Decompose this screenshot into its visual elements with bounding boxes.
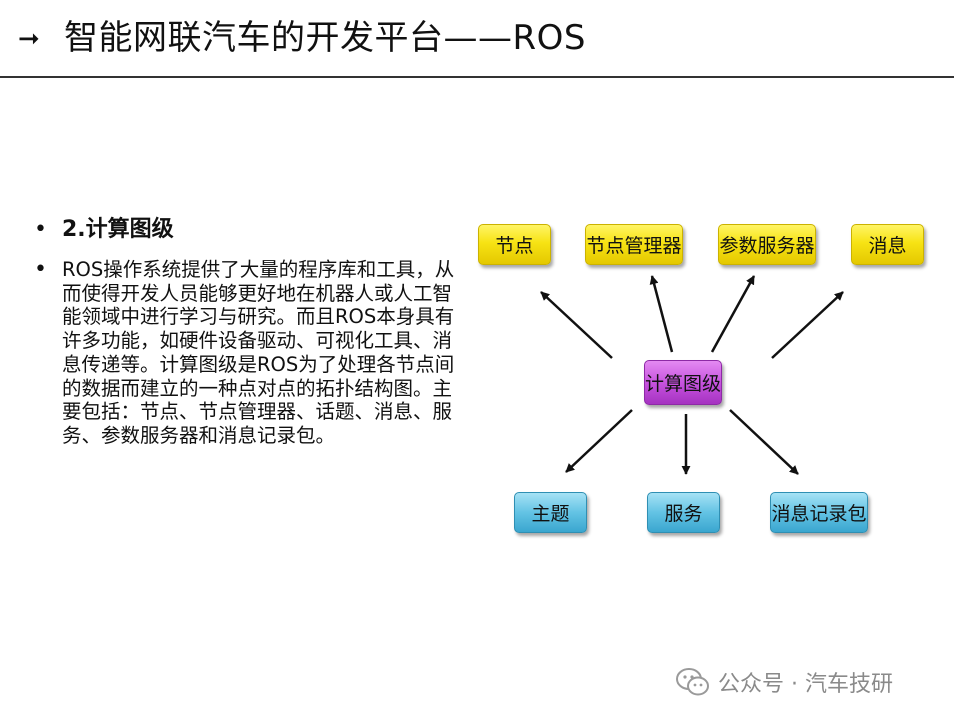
node-box-topic: 主题 bbox=[514, 492, 587, 533]
bullet-item-body: • ROS操作系统提供了大量的程序库和工具，从而使得开发人员能够更好地在机器人或… bbox=[34, 258, 462, 448]
node-box-node-manager: 节点管理器 bbox=[585, 224, 683, 265]
arrow-to-node bbox=[540, 291, 613, 359]
arrow-to-message bbox=[771, 291, 844, 359]
arrow-to-topic bbox=[565, 409, 633, 473]
bullet-dot-icon: • bbox=[34, 217, 47, 242]
node-box-message-bag: 消息记录包 bbox=[770, 492, 868, 533]
watermark-text: 公众号 · 汽车技研 bbox=[718, 672, 893, 697]
watermark: 公众号 · 汽车技研 bbox=[676, 665, 893, 699]
body-paragraph: ROS操作系统提供了大量的程序库和工具，从而使得开发人员能够更好地在机器人或人工… bbox=[62, 258, 455, 447]
node-box-node: 节点 bbox=[478, 224, 551, 265]
node-box-parameter-server: 参数服务器 bbox=[718, 224, 816, 265]
bullet-item-heading: • 2.计算图级 bbox=[34, 216, 462, 244]
wechat-icon bbox=[676, 668, 709, 696]
slide-title: 智能网联汽车的开发平台——ROS bbox=[64, 18, 586, 58]
section-heading: 2.计算图级 bbox=[62, 217, 174, 242]
bullet-dot-icon: • bbox=[34, 257, 47, 282]
bullet-list: • 2.计算图级 • ROS操作系统提供了大量的程序库和工具，从而使得开发人员能… bbox=[34, 216, 462, 448]
arrow-to-bag bbox=[729, 409, 799, 475]
node-box-service: 服务 bbox=[647, 492, 720, 533]
arrow-right-icon: ➞ bbox=[18, 24, 40, 54]
title-divider bbox=[0, 76, 954, 78]
arrow-to-parameter-server bbox=[710, 275, 756, 353]
slide-header: ➞ 智能网联汽车的开发平台——ROS bbox=[0, 0, 960, 78]
node-box-computation-graph: 计算图级 bbox=[644, 360, 722, 405]
node-box-message: 消息 bbox=[851, 224, 924, 265]
arrow-to-node-manager bbox=[649, 275, 674, 353]
